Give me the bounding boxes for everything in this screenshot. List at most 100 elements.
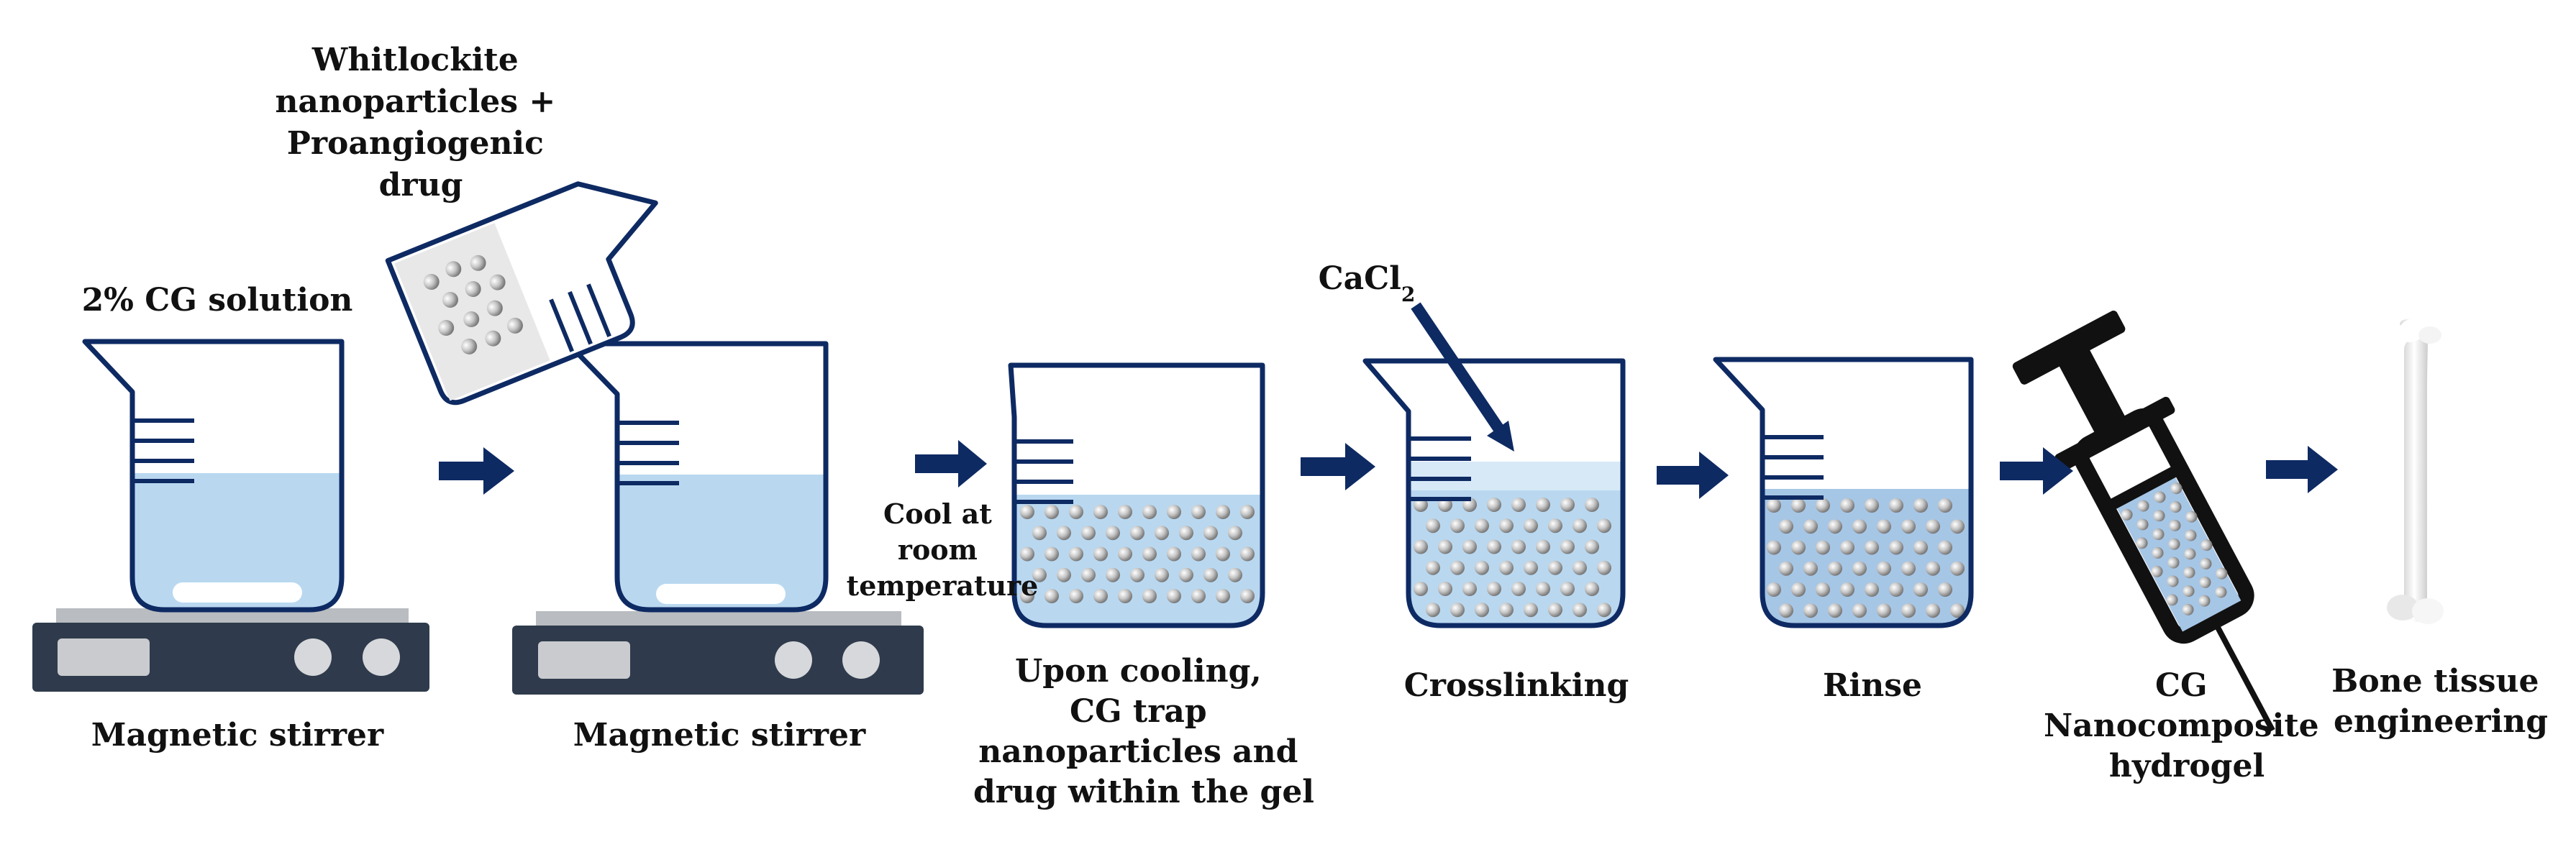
particle [1093, 505, 1108, 519]
flow-arrow-1 [439, 447, 514, 495]
particle [1840, 582, 1854, 597]
particle [1044, 589, 1059, 603]
particle [1779, 519, 1793, 534]
particle [1585, 498, 1599, 512]
particle [2185, 529, 2197, 541]
particle [1852, 561, 1867, 576]
particle [2136, 537, 2148, 549]
particle [1889, 498, 1903, 513]
particle [1032, 567, 1047, 582]
particle [2200, 539, 2213, 551]
particle [1130, 526, 1144, 541]
cooling-label: Upon cooling, CG trap nanoparticles and … [973, 653, 1314, 810]
particle [1536, 498, 1550, 512]
particle [1130, 567, 1144, 582]
particle [2200, 558, 2212, 570]
flow-arrow-5 [2000, 447, 2073, 495]
particle [1142, 546, 1157, 562]
cacl2-label: CaCl2 [1319, 260, 1416, 306]
particle [1167, 589, 1181, 603]
particle [1913, 498, 1928, 513]
stirrer-1-knob [294, 638, 332, 676]
particle [1487, 582, 1501, 596]
particle [1560, 582, 1575, 596]
particle [1511, 539, 1526, 554]
particle [1901, 603, 1916, 618]
particle [2152, 546, 2164, 559]
particle [1573, 518, 1587, 534]
particle [1426, 560, 1440, 575]
stirrer-2-knob [775, 641, 812, 679]
particle [1926, 519, 1940, 534]
particle [1511, 582, 1526, 596]
particle [1228, 526, 1242, 541]
particle [1106, 526, 1120, 541]
particle [2167, 557, 2180, 569]
particle [1240, 589, 1255, 603]
particle [1179, 526, 1193, 541]
stirrer-1-label: Magnetic stirrer [91, 717, 384, 754]
particle [1499, 560, 1514, 575]
particle [1475, 603, 1489, 618]
particle [2198, 595, 2211, 607]
particle [1106, 567, 1120, 582]
particle [1828, 561, 1842, 576]
particle [1203, 567, 1218, 582]
particle [1093, 589, 1108, 603]
particle [2167, 575, 2179, 587]
particle [1240, 505, 1255, 519]
particle [1950, 519, 1965, 534]
gel-particles [1020, 505, 1255, 603]
beaker-1-graduations [132, 418, 194, 483]
particle [1524, 603, 1538, 618]
particle [1240, 546, 1255, 562]
beaker-2-outline [565, 341, 829, 613]
particle [1524, 518, 1538, 534]
particle [1155, 526, 1169, 541]
particle [1585, 582, 1599, 596]
particle [1044, 546, 1059, 562]
stirrer-1-top [56, 608, 409, 624]
particle [1511, 498, 1526, 512]
particle [1475, 518, 1489, 534]
particle [1938, 540, 1952, 555]
particle [1426, 603, 1440, 618]
particle [2121, 508, 2133, 521]
particle [1816, 582, 1830, 597]
particle [1069, 589, 1083, 603]
particle [1816, 540, 1830, 555]
flow-arrow-3 [1301, 443, 1375, 490]
beaker-5-graduations [1762, 435, 1824, 500]
particle [1462, 539, 1477, 554]
particle [1877, 561, 1891, 576]
stirrer-2-top [536, 611, 901, 627]
rinse-particles [1767, 498, 1965, 618]
particle [1069, 546, 1083, 562]
particle [1852, 519, 1867, 534]
particle [1179, 567, 1193, 582]
stirrer-2-knob [842, 641, 880, 679]
particle [1791, 582, 1806, 597]
particle [1597, 560, 1611, 575]
particle [1597, 518, 1611, 534]
particle [1487, 498, 1501, 512]
particle [1548, 560, 1562, 575]
particle [1499, 518, 1514, 534]
particle [1216, 505, 1230, 519]
stirrer-2-label: Magnetic stirrer [573, 717, 866, 754]
particle [1938, 582, 1952, 597]
particle [1803, 519, 1818, 534]
particle [1889, 540, 1903, 555]
cacl2-arrow-shaft [1411, 302, 1506, 435]
liquid-cg-solution [132, 473, 342, 610]
particle [2136, 518, 2149, 531]
particle [1779, 561, 1793, 576]
cacl2-arrow-head [1487, 421, 1514, 452]
particle [1573, 560, 1587, 575]
beaker-4-outline [1362, 358, 1626, 628]
particle [1889, 582, 1903, 597]
beaker-5-outline [1713, 357, 1974, 628]
particle [2168, 538, 2180, 550]
pouring-beaker-icon [385, 181, 658, 406]
